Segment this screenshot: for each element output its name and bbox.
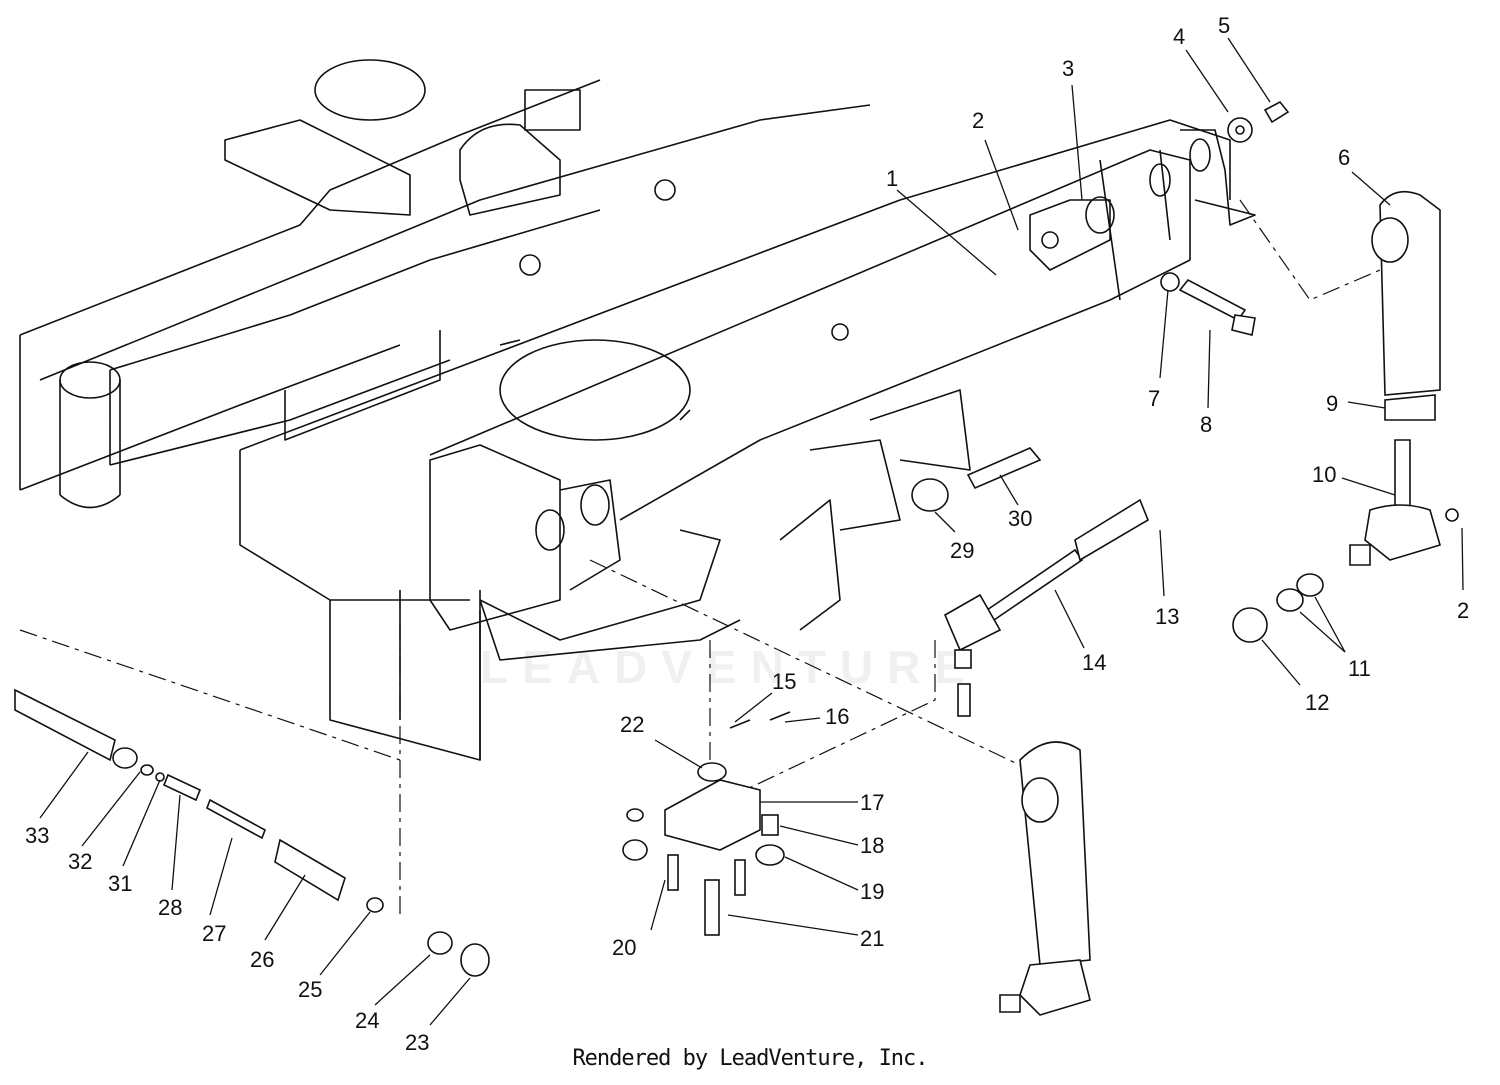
callout-31: 31 — [108, 871, 132, 896]
engine-mount-upper — [224, 119, 411, 216]
pump-plate — [499, 339, 691, 441]
callout-2: 2 — [972, 108, 984, 133]
callout-labels: 1 2 3 4 5 6 7 8 9 10 2 11 12 13 14 15 16… — [25, 13, 1469, 1055]
cable-end — [14, 688, 116, 762]
rod-end — [1394, 439, 1411, 511]
callout-12: 12 — [1305, 690, 1329, 715]
callout-4: 4 — [1173, 24, 1185, 49]
callout-2b: 2 — [1457, 598, 1469, 623]
callout-1: 1 — [886, 166, 898, 191]
sleeve-26 — [274, 838, 346, 902]
callout-3: 3 — [1062, 56, 1074, 81]
spring — [1074, 498, 1149, 562]
callout-33: 33 — [25, 823, 49, 848]
callout-8: 8 — [1200, 412, 1212, 437]
callout-13: 13 — [1155, 604, 1179, 629]
callout-10: 10 — [1312, 462, 1336, 487]
frame-rail-left-lower — [39, 104, 871, 381]
callout-9: 9 — [1326, 391, 1338, 416]
bushing-29 — [911, 478, 949, 512]
callout-7: 7 — [1148, 386, 1160, 411]
front-bracket — [429, 444, 561, 631]
callout-26: 26 — [250, 947, 274, 972]
spring-28 — [162, 773, 202, 802]
callout-5: 5 — [1218, 13, 1230, 38]
callout-22: 22 — [620, 712, 644, 737]
assembly-lines — [19, 199, 1381, 920]
watermark: LEADVENTURE — [480, 641, 980, 693]
pivot-plate — [664, 779, 761, 851]
callout-20: 20 — [612, 935, 636, 960]
pin-30 — [966, 447, 1042, 490]
callout-25: 25 — [298, 977, 322, 1002]
callout-23: 23 — [405, 1030, 429, 1055]
frame-rail-right — [429, 149, 1191, 521]
callout-14: 14 — [1082, 650, 1106, 675]
chassis-drawing — [19, 59, 1256, 761]
callout-16: 16 — [825, 704, 849, 729]
nut-12 — [1232, 607, 1268, 643]
nut-part — [1384, 394, 1436, 421]
post-top — [59, 361, 121, 399]
shock-arm-lower — [1019, 741, 1091, 966]
callout-30: 30 — [1008, 506, 1032, 531]
shaft-27 — [206, 798, 266, 840]
callout-28: 28 — [158, 895, 182, 920]
callout-15: 15 — [772, 669, 796, 694]
callout-6: 6 — [1338, 145, 1350, 170]
leader-lines — [39, 37, 1464, 1026]
callout-19: 19 — [860, 879, 884, 904]
callout-27: 27 — [202, 921, 226, 946]
callout-32: 32 — [68, 849, 92, 874]
bolt-8 — [1178, 278, 1247, 322]
callout-18: 18 — [860, 833, 884, 858]
bolt-part — [1263, 100, 1290, 124]
callout-24: 24 — [355, 1008, 379, 1033]
callout-17: 17 — [860, 790, 884, 815]
callout-29: 29 — [950, 538, 974, 563]
mount-bracket — [1029, 199, 1111, 271]
frame-rail-left — [19, 79, 601, 336]
callout-11: 11 — [1348, 656, 1371, 681]
cross-tube — [109, 209, 601, 466]
callout-21: 21 — [860, 926, 884, 951]
parts — [14, 100, 1459, 1016]
render-credit: Rendered by LeadVenture, Inc. — [572, 1046, 928, 1071]
